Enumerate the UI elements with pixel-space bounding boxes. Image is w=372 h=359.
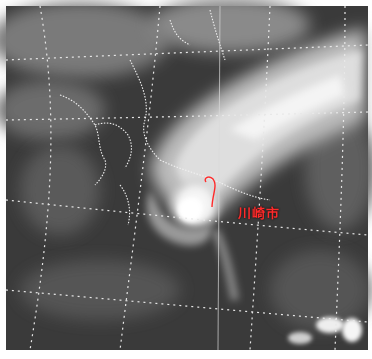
cloud-mass <box>20 260 180 320</box>
city-label: 川崎市 <box>238 207 281 222</box>
longitude-line <box>249 5 271 351</box>
cloud-mass <box>0 80 105 140</box>
coastline <box>159 159 271 201</box>
coastline <box>169 19 191 46</box>
coastline <box>209 9 226 61</box>
image-seam <box>217 5 221 351</box>
coastline <box>94 122 132 169</box>
coastline <box>129 59 161 161</box>
typhoon-cloud-band <box>146 28 366 301</box>
latitude-line <box>5 199 369 236</box>
cloud-puffs <box>288 317 362 344</box>
graticule <box>5 5 369 351</box>
coastlines <box>59 9 271 226</box>
cloud-puff <box>316 317 344 333</box>
typhoon-eye-wall <box>178 198 202 222</box>
cloud-mass <box>20 145 100 235</box>
longitude-line <box>334 5 346 351</box>
cloud-puff <box>342 318 362 342</box>
outflow-band <box>211 228 239 301</box>
latitude-line <box>5 289 369 323</box>
spiral-tail <box>146 190 212 246</box>
cloud-mass <box>270 250 370 330</box>
bright-streak <box>230 75 345 140</box>
coastline <box>119 184 131 226</box>
storm-track-marker <box>204 176 216 208</box>
cloud-puff <box>288 332 312 344</box>
